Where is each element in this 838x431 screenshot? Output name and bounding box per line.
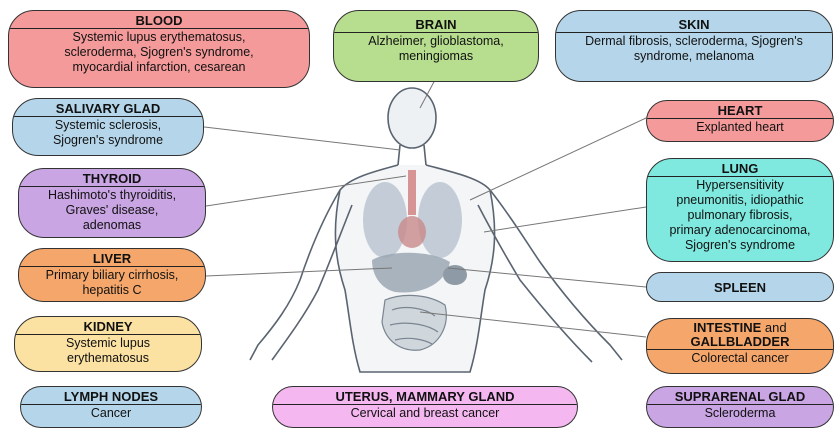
salivary-gland-description: Systemic sclerosis, Sjogren's syndrome — [45, 117, 171, 148]
uterus-mammary-gland-title: UTERUS, MAMMARY GLAND — [273, 387, 577, 405]
salivary-gland-box: SALIVARY GLAD Systemic sclerosis, Sjogre… — [12, 98, 204, 156]
intestine-gallbladder-description: Colorectal cancer — [683, 350, 796, 366]
lung-description: Hypersensitivity pneumonitis, idiopathic… — [665, 177, 814, 253]
thyroid-title: THYROID — [19, 169, 205, 187]
skin-box: SKIN Dermal fibrosis, scleroderma, Sjogr… — [555, 10, 833, 82]
lymph-nodes-title: LYMPH NODES — [21, 387, 201, 405]
uterus-mammary-gland-box: UTERUS, MAMMARY GLAND Cervical and breas… — [272, 386, 578, 428]
gallbladder-label: GALLBLADDER — [691, 334, 790, 349]
heart-box: HEART Explanted heart — [646, 100, 834, 142]
skin-description: Dermal fibrosis, scleroderma, Sjogren's … — [577, 33, 811, 64]
blood-box: BLOOD Systemic lupus erythematosus, scle… — [8, 10, 310, 88]
liver-title: LIVER — [19, 249, 205, 267]
brain-box: BRAIN Alzheimer, glioblastoma, meningiom… — [333, 10, 539, 82]
lung-box: LUNG Hypersensitivity pneumonitis, idiop… — [646, 158, 834, 262]
liver-description: Primary biliary cirrhosis, hepatitis C — [38, 267, 187, 298]
intestine-gallbladder-box: INTESTINE and GALLBLADDER Colorectal can… — [646, 318, 834, 374]
and-label: and — [761, 320, 786, 335]
brain-description: Alzheimer, glioblastoma, meningiomas — [360, 33, 511, 64]
liver-box: LIVER Primary biliary cirrhosis, hepatit… — [18, 248, 206, 302]
salivary-gland-title: SALIVARY GLAD — [13, 99, 203, 117]
thyroid-description: Hashimoto's thyroiditis, Graves' disease… — [40, 187, 184, 233]
heart-description: Explanted heart — [688, 119, 792, 135]
spleen-box: SPLEEN — [646, 272, 834, 302]
blood-title: BLOOD — [9, 11, 309, 29]
brain-title: BRAIN — [334, 11, 538, 33]
heart-title: HEART — [647, 101, 833, 119]
blood-description: Systemic lupus erythematosus, scleroderm… — [56, 29, 261, 75]
spleen-title: SPLEEN — [647, 280, 833, 295]
lung-title: LUNG — [647, 159, 833, 177]
uterus-mammary-gland-description: Cervical and breast cancer — [343, 405, 508, 421]
suprarenal-gland-title: SUPRARENAL GLAD — [647, 387, 833, 405]
thyroid-box: THYROID Hashimoto's thyroiditis, Graves'… — [18, 168, 206, 238]
kidney-box: KIDNEY Systemic lupus erythematosus — [14, 316, 202, 372]
intestine-gallbladder-title: INTESTINE and GALLBLADDER — [647, 319, 833, 350]
lymph-nodes-description: Cancer — [83, 405, 139, 421]
kidney-title: KIDNEY — [15, 317, 201, 335]
intestine-label: INTESTINE — [693, 320, 761, 335]
suprarenal-gland-box: SUPRARENAL GLAD Scleroderma — [646, 386, 834, 428]
skin-title: SKIN — [556, 11, 832, 33]
kidney-description: Systemic lupus erythematosus — [58, 335, 158, 366]
lymph-nodes-box: LYMPH NODES Cancer — [20, 386, 202, 428]
suprarenal-gland-description: Scleroderma — [697, 405, 784, 421]
